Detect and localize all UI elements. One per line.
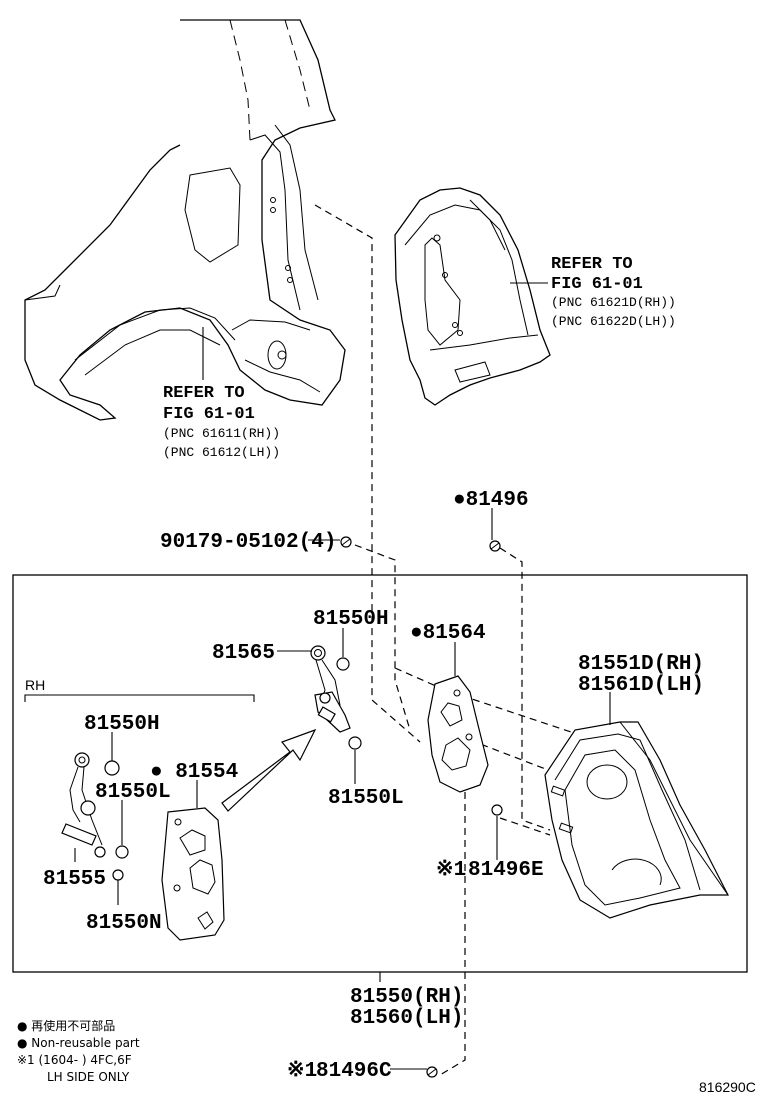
part-81551d-rh-label: 81551D(RH) bbox=[578, 653, 704, 676]
part-81496e-label: 81496E bbox=[468, 859, 544, 882]
part-81561d-lh-label: 81561D(LH) bbox=[578, 674, 704, 697]
legend-nonreusable-jp: ● 再使用不可部品 bbox=[17, 1018, 115, 1033]
pnc-reference-lh: (PNC 61622D(LH)) bbox=[551, 314, 676, 329]
pnc-reference-rh: (PNC 61621D(RH)) bbox=[551, 295, 676, 310]
part-81550n-label: 81550N bbox=[86, 912, 162, 935]
quarter-panel-drawing bbox=[24, 19, 346, 421]
reference-fig-61-01-inner: REFER TO FIG 61-01 (PNC 61621D(RH)) (PNC… bbox=[551, 255, 676, 329]
bulb-81550h-top-icon bbox=[336, 657, 350, 671]
part-81550h-left-label: 81550H bbox=[84, 713, 160, 736]
part-81550l-center-label: 81550L bbox=[328, 787, 404, 810]
legend-nonreusable-en: ● Non-reusable part bbox=[17, 1036, 140, 1050]
bulb-socket-assembly-icon bbox=[314, 691, 351, 733]
nut-81496c-icon bbox=[426, 1066, 438, 1078]
clip-90179-icon bbox=[340, 536, 352, 548]
bulb-81550h-left-icon bbox=[104, 760, 120, 776]
part-81496-label: ●81496 bbox=[453, 489, 529, 512]
nut-81496-icon bbox=[489, 540, 501, 552]
assembly-arrow-icon bbox=[221, 728, 317, 812]
gasket-81554-icon bbox=[161, 807, 225, 941]
part-81554-label: ● 81554 bbox=[150, 761, 238, 784]
gasket-81564-icon bbox=[427, 675, 489, 793]
pnc-reference-rh: (PNC 61611(RH)) bbox=[163, 426, 280, 441]
note-mark-81496e: ※1 bbox=[436, 858, 466, 882]
inner-panel-drawing bbox=[394, 187, 551, 406]
lamp-unit-81551d-icon bbox=[544, 721, 729, 919]
part-81550h-top-label: 81550H bbox=[313, 608, 389, 631]
part-81564-label: ●81564 bbox=[410, 622, 486, 645]
legend-note-1: ※1 (1604- ) 4FC,6F bbox=[17, 1053, 132, 1067]
socket-81555-icon bbox=[61, 752, 106, 858]
pnc-reference-lh: (PNC 61612(LH)) bbox=[163, 445, 280, 460]
part-81555-label: 81555 bbox=[43, 868, 106, 891]
figure-code: 816290C bbox=[699, 1079, 756, 1095]
reference-fig-61-01-outer: REFER TO FIG 61-01 (PNC 61611(RH)) (PNC … bbox=[163, 384, 280, 460]
bulb-81550l-left-icon bbox=[80, 800, 129, 859]
refer-to-text: REFER TO bbox=[163, 384, 245, 403]
fig-reference: FIG 61-01 bbox=[163, 405, 255, 424]
legend-note-2: LH SIDE ONLY bbox=[47, 1070, 130, 1084]
part-81496c-label: 81496C bbox=[316, 1060, 392, 1083]
note-mark-81496c: ※1 bbox=[287, 1059, 317, 1083]
bulb-81550n-icon bbox=[112, 869, 124, 881]
refer-to-text: REFER TO bbox=[551, 255, 633, 274]
part-90179-05102-label: 90179-05102(4) bbox=[160, 531, 336, 554]
fig-reference: FIG 61-01 bbox=[551, 275, 643, 294]
rh-group-label: RH bbox=[25, 677, 45, 693]
part-81550l-left-label: 81550L bbox=[95, 781, 171, 804]
part-81550-rh-label: 81550(RH) bbox=[350, 986, 463, 1009]
nut-81496e-icon bbox=[491, 804, 503, 816]
part-81565-label: 81565 bbox=[212, 642, 275, 665]
bulb-81550l-center-icon bbox=[348, 736, 362, 750]
legend: ● 再使用不可部品 ● Non-reusable part ※1 (1604- … bbox=[17, 1018, 140, 1084]
part-81560-lh-label: 81560(LH) bbox=[350, 1007, 463, 1030]
